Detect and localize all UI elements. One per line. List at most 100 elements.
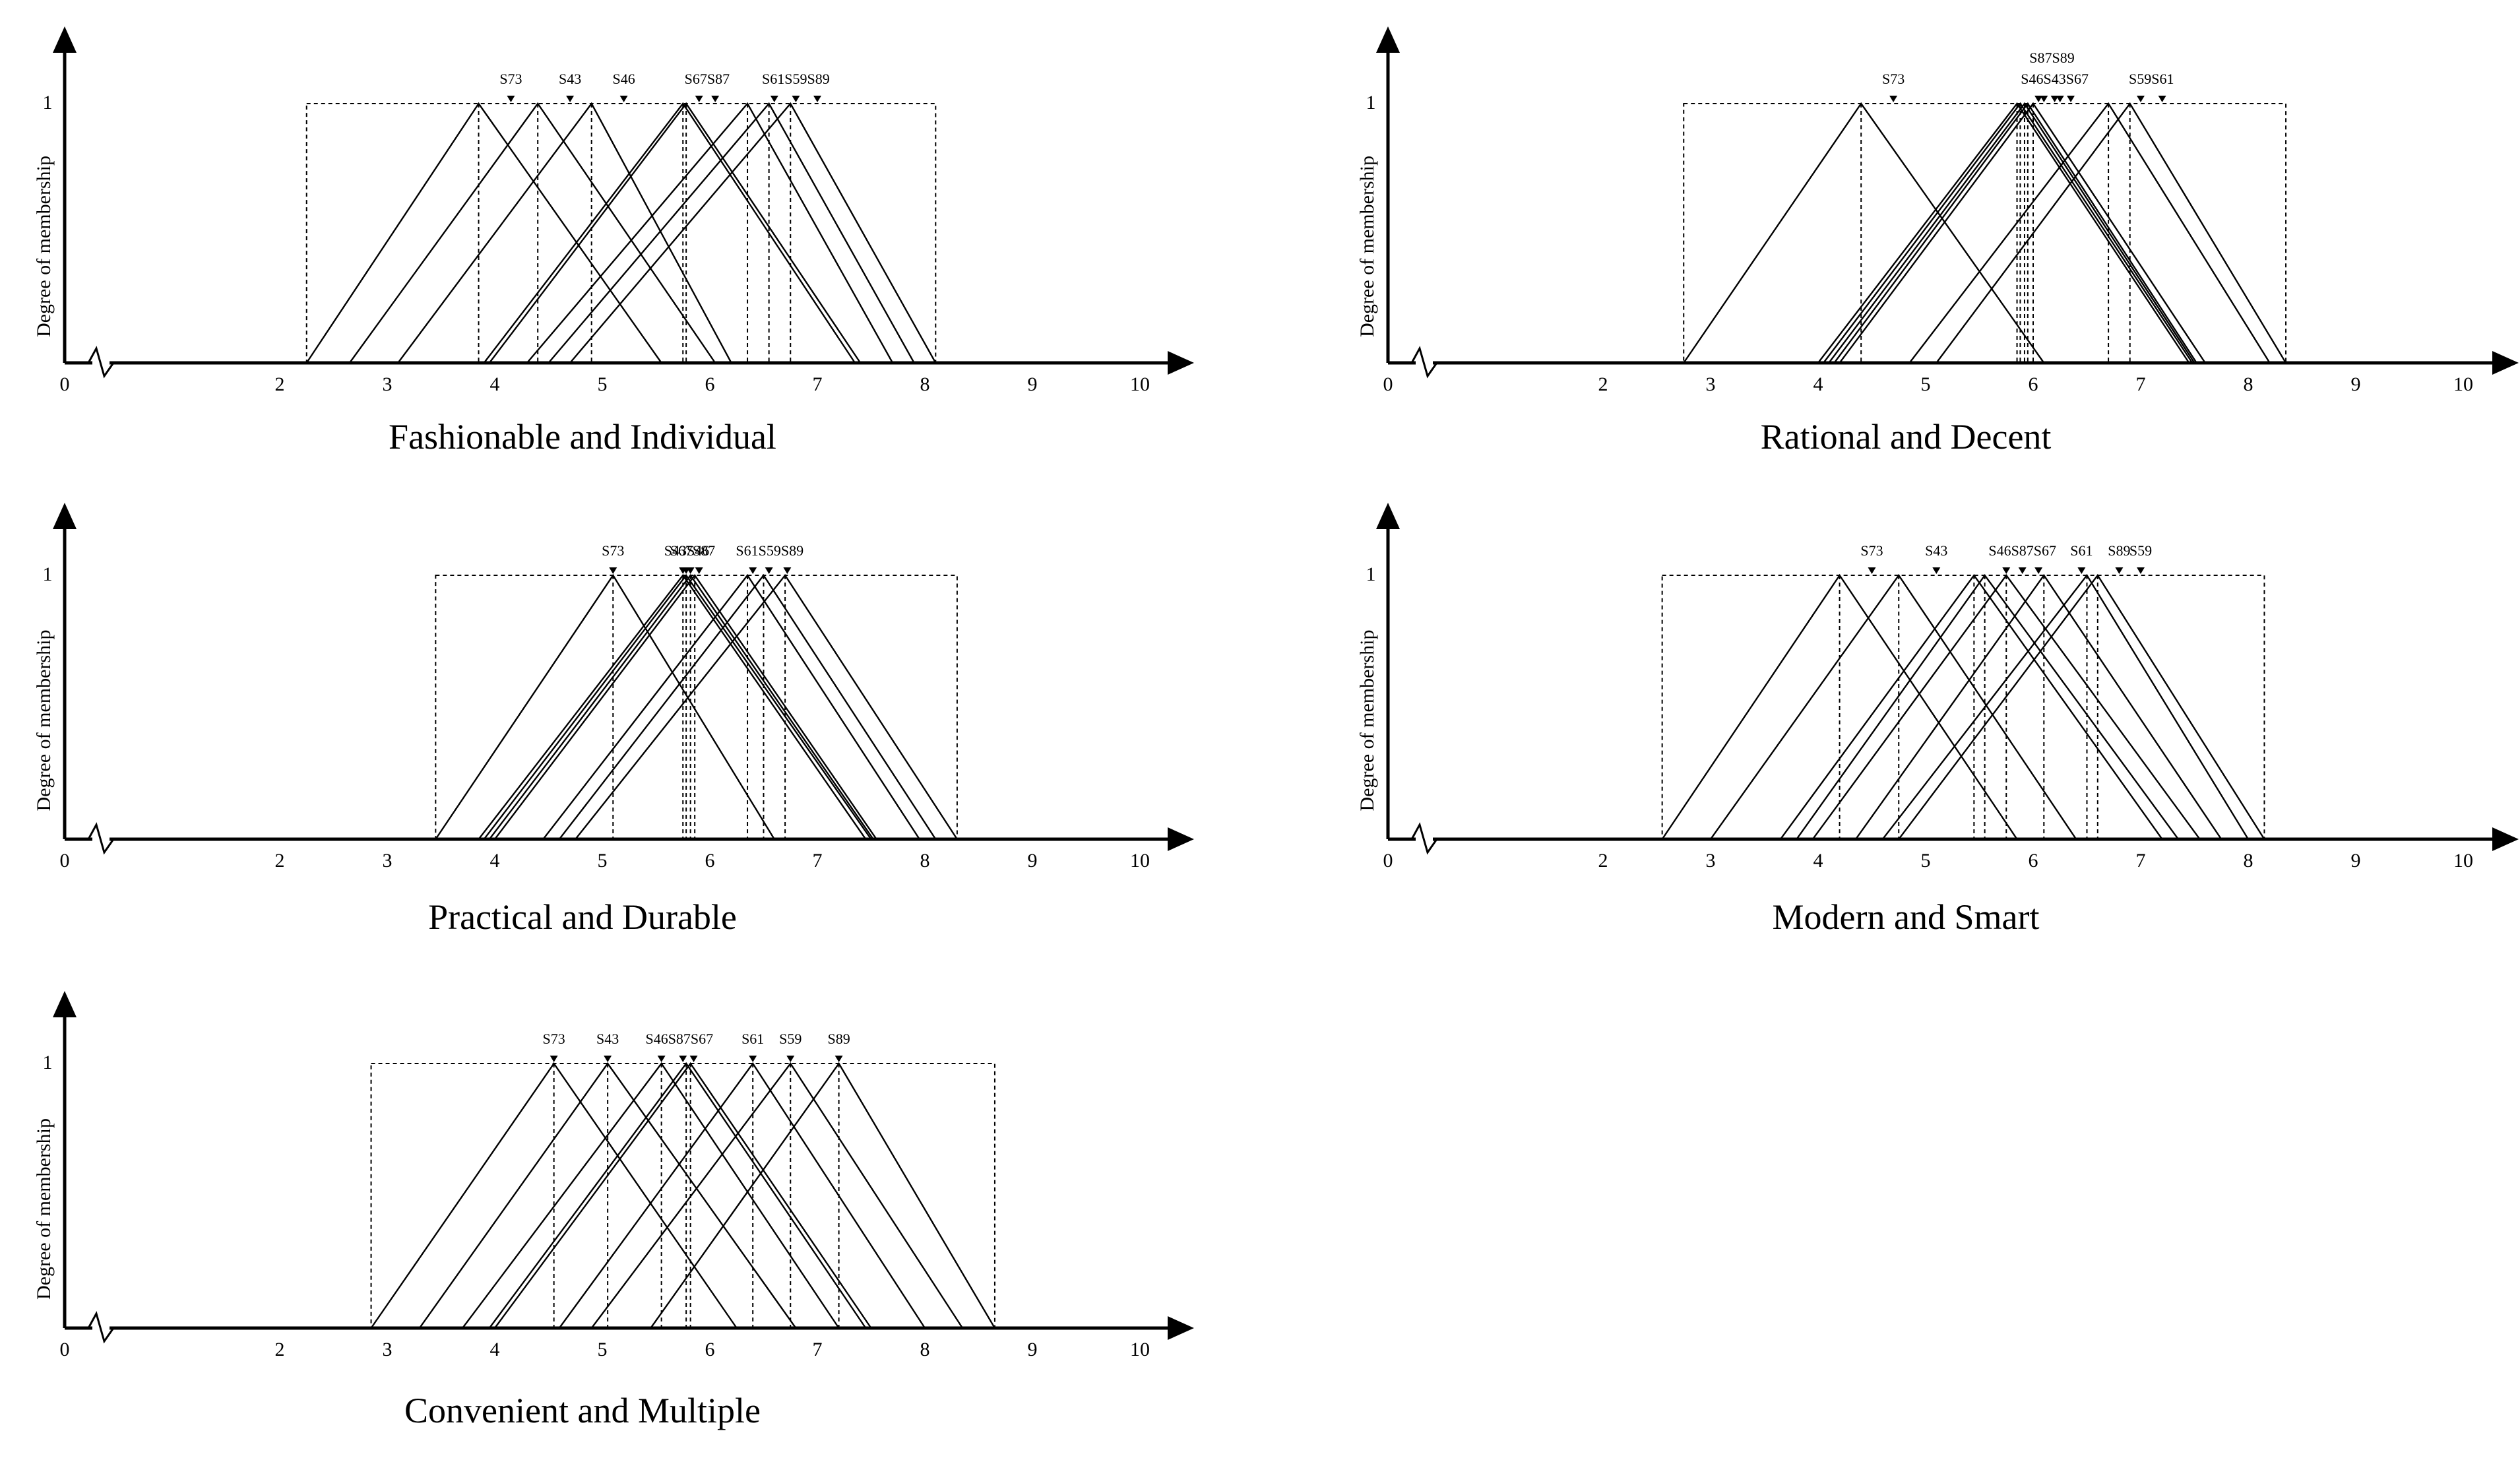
marker-arrow-S59 [765, 567, 773, 574]
membership-triangle-S43 [478, 573, 867, 840]
membership-triangle-S61 [1855, 573, 2222, 840]
x-tick-label: 2 [1598, 373, 1608, 395]
sample-label-group: S89 [2108, 542, 2130, 559]
sample-label-group: S73 [1882, 71, 1905, 87]
membership-triangle-S67 [483, 573, 872, 840]
x-tick-label: 0 [60, 373, 70, 395]
marker-arrow-S43 [1932, 567, 1941, 574]
x-tick-label: 5 [1921, 373, 1931, 395]
x-tick-label: 2 [1598, 850, 1608, 872]
marker-arrow-S46 [657, 1056, 666, 1062]
x-tick-label: 5 [598, 373, 608, 395]
x-tick-label: 3 [383, 1339, 393, 1360]
membership-triangle-S43 [348, 102, 716, 364]
y-tick-label: 1 [43, 1052, 53, 1073]
y-axis-arrow [53, 503, 77, 529]
axis-break-icon [1410, 822, 1438, 855]
marker-arrow-S89 [813, 96, 821, 102]
y-tick-label: 1 [1366, 92, 1376, 113]
x-tick-label: 9 [1028, 850, 1038, 872]
marker-arrow-S73 [609, 567, 617, 574]
marker-arrow-S87 [695, 567, 703, 574]
y-axis-arrow [53, 991, 77, 1017]
chart-title: Fashionable and Individual [389, 417, 776, 457]
y-axis-arrow [53, 26, 77, 53]
sample-label-group: S61 [741, 1031, 764, 1047]
x-tick-label: 2 [275, 1339, 285, 1360]
x-tick-label: 0 [60, 1339, 70, 1360]
overall-range-rect [305, 103, 937, 364]
x-tick-label: 10 [1130, 1339, 1150, 1360]
sample-label-group: S61 [2070, 542, 2093, 559]
x-tick-label: 8 [2244, 373, 2253, 395]
membership-triangle-S61 [558, 1062, 926, 1329]
marker-arrow-S87 [679, 1056, 687, 1062]
x-tick-label: 7 [2136, 850, 2146, 872]
x-tick-label: 9 [2351, 850, 2361, 872]
y-tick-label: 1 [1366, 563, 1376, 585]
membership-triangle-S89 [569, 102, 937, 364]
sample-label-group: S43 [1925, 542, 1947, 559]
marker-arrow-S67 [689, 1056, 698, 1062]
y-axis-label: Degree of membership [33, 1118, 55, 1300]
marker-arrow-S43 [2050, 96, 2059, 102]
y-axis-label: Degree of membership [33, 630, 55, 811]
x-tick-label: 9 [1028, 1339, 1038, 1360]
x-tick-label: 4 [490, 1339, 500, 1360]
marker-arrow-S61 [770, 96, 778, 102]
marker-arrow-S89 [783, 567, 792, 574]
membership-triangle-S87 [1823, 102, 2193, 364]
marker-arrow-S59 [792, 96, 800, 102]
marker-arrow-S61 [2077, 567, 2086, 574]
x-axis-arrow [1168, 827, 1194, 851]
x-tick-label: 0 [1383, 373, 1393, 395]
x-tick-label: 10 [2453, 850, 2473, 872]
x-tick-label: 5 [1921, 850, 1931, 872]
x-tick-label: 3 [1706, 850, 1716, 872]
x-tick-label: 10 [1130, 850, 1150, 872]
x-tick-label: 5 [598, 850, 608, 872]
x-tick-label: 3 [383, 373, 393, 395]
marker-arrow-S61 [749, 567, 757, 574]
sample-label-group: S43S46 [664, 542, 709, 559]
marker-arrow-S67 [2034, 567, 2043, 574]
sample-label-group: S59S61 [2129, 71, 2174, 87]
marker-arrow-S87 [2018, 567, 2027, 574]
x-tick-label: 2 [275, 850, 285, 872]
sample-label-group: S43 [559, 71, 581, 87]
membership-triangle-S46 [488, 573, 874, 840]
x-tick-label: 2 [275, 373, 285, 395]
x-tick-label: 6 [705, 1339, 715, 1360]
sample-label-group: S46S43S67 [2021, 71, 2089, 87]
marker-arrow-S73 [1868, 567, 1876, 574]
x-tick-label: 7 [813, 373, 823, 395]
x-tick-label: 8 [920, 1339, 930, 1360]
membership-triangle-S67 [1839, 102, 2206, 364]
sample-label-group: S89 [827, 1031, 850, 1047]
x-tick-label: 8 [920, 850, 930, 872]
marker-arrow-S87 [711, 96, 720, 102]
x-tick-label: 10 [1130, 373, 1150, 395]
x-tick-label: 9 [2351, 373, 2361, 395]
x-tick-label: 8 [920, 373, 930, 395]
marker-arrow-S67 [2067, 96, 2075, 102]
marker-arrow-S46 [686, 567, 695, 574]
membership-triangle-S59 [1908, 102, 2271, 364]
y-tick-label: 1 [43, 92, 53, 113]
x-tick-label: 7 [813, 850, 823, 872]
sample-label-group: S67S87 [670, 542, 715, 559]
marker-arrow-S46 [619, 96, 628, 102]
x-tick-label: 10 [2453, 373, 2473, 395]
marker-arrow-S59 [2137, 96, 2145, 102]
membership-triangle-S61 [542, 573, 920, 840]
axis-break-icon [87, 1311, 115, 1344]
axis-break-icon [87, 822, 115, 855]
marker-arrow-S61 [2158, 96, 2166, 102]
marker-arrow-S87 [2040, 96, 2048, 102]
membership-triangle-S43 [1710, 573, 2077, 840]
